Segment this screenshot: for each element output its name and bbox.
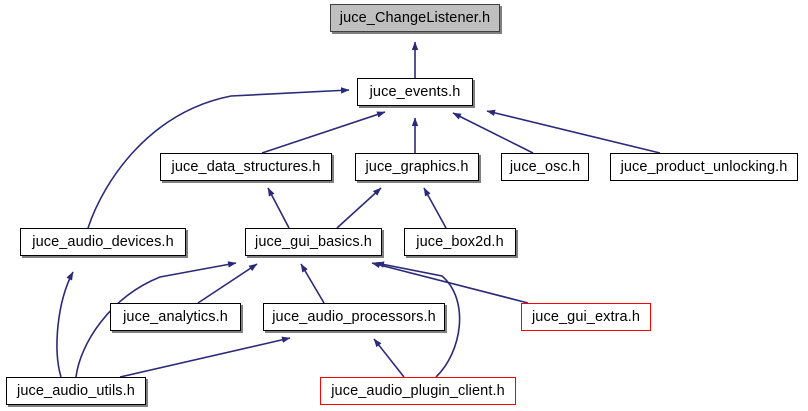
edge-gui-basics-to-graphics bbox=[336, 187, 382, 229]
node-label-graphics: juce_graphics.h bbox=[365, 158, 469, 175]
node-label-events: juce_events.h bbox=[369, 83, 461, 100]
node-label-box2d: juce_box2d.h bbox=[416, 233, 504, 250]
edge-audio-plugin-client-to-gui-basics bbox=[375, 261, 461, 378]
node-label-change_listener: juce_ChangeListener.h bbox=[339, 9, 491, 26]
node-gui_extra[interactable]: juce_gui_extra.h bbox=[521, 303, 651, 331]
edge-product-unlocking-to-events bbox=[486, 109, 661, 154]
edge-gui-basics-to-data-structures bbox=[267, 187, 290, 229]
node-label-data_structures: juce_data_structures.h bbox=[171, 158, 321, 175]
edge-analytics-to-gui-basics bbox=[197, 263, 258, 304]
edge-osc-to-events bbox=[452, 112, 534, 154]
node-label-audio_plugin_client: juce_audio_plugin_client.h bbox=[331, 382, 505, 399]
node-data_structures[interactable]: juce_data_structures.h bbox=[160, 153, 332, 181]
edge-audio-utils-to-audio-devices bbox=[56, 271, 74, 378]
edge-audio-devices-to-events bbox=[87, 87, 350, 229]
node-gui_basics[interactable]: juce_gui_basics.h bbox=[245, 228, 382, 256]
node-analytics[interactable]: juce_analytics.h bbox=[110, 303, 241, 331]
node-label-audio_processors: juce_audio_processors.h bbox=[272, 308, 436, 325]
node-box2d[interactable]: juce_box2d.h bbox=[404, 228, 516, 256]
edge-audio-utils-to-gui-basics bbox=[75, 261, 237, 378]
edge-audio-plugin-client-to-audio-processors bbox=[373, 338, 405, 378]
edge-audio-processors-to-gui-basics bbox=[300, 263, 325, 304]
node-audio_utils[interactable]: juce_audio_utils.h bbox=[6, 377, 146, 405]
node-audio_processors[interactable]: juce_audio_processors.h bbox=[263, 303, 445, 331]
node-graphics[interactable]: juce_graphics.h bbox=[355, 153, 479, 181]
node-events[interactable]: juce_events.h bbox=[357, 78, 473, 106]
edge-box2d-to-graphics bbox=[423, 187, 447, 229]
node-label-product_unlocking: juce_product_unlocking.h bbox=[620, 158, 788, 175]
node-label-gui_basics: juce_gui_basics.h bbox=[255, 233, 372, 250]
edge-gui-extra-to-gui-basics bbox=[371, 261, 529, 304]
node-audio_plugin_client[interactable]: juce_audio_plugin_client.h bbox=[320, 377, 516, 405]
node-product_unlocking[interactable]: juce_product_unlocking.h bbox=[610, 153, 798, 181]
node-label-osc: juce_osc.h bbox=[509, 158, 581, 175]
node-label-gui_extra: juce_gui_extra.h bbox=[531, 308, 640, 325]
node-osc[interactable]: juce_osc.h bbox=[501, 153, 589, 181]
node-audio_devices[interactable]: juce_audio_devices.h bbox=[20, 228, 186, 256]
node-change_listener[interactable]: juce_ChangeListener.h bbox=[330, 4, 500, 32]
node-label-audio_utils: juce_audio_utils.h bbox=[17, 382, 135, 399]
edge-data-structures-to-events bbox=[261, 111, 386, 154]
edge-audio-utils-to-audio-processors bbox=[119, 336, 291, 378]
node-label-audio_devices: juce_audio_devices.h bbox=[32, 233, 174, 250]
node-label-analytics: juce_analytics.h bbox=[123, 308, 228, 325]
